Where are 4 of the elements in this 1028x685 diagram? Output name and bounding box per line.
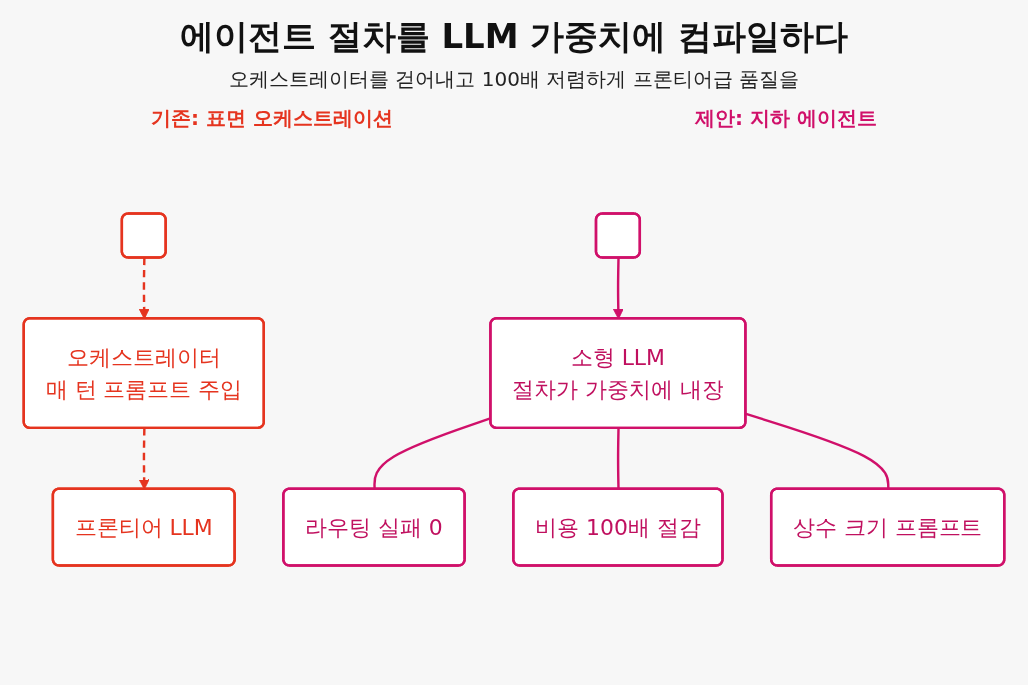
column-heading: 제안: 지하 에이전트	[695, 105, 877, 132]
title: 에이전트 절차를 LLM 가중치에 컴파일하다	[178, 15, 850, 58]
column-heading: 기존: 표면 오케스트레이션	[151, 105, 393, 132]
subtitle: 오케스트레이터를 걷어내고 100배 저렴하게 프론티어급 품질을	[228, 66, 800, 93]
